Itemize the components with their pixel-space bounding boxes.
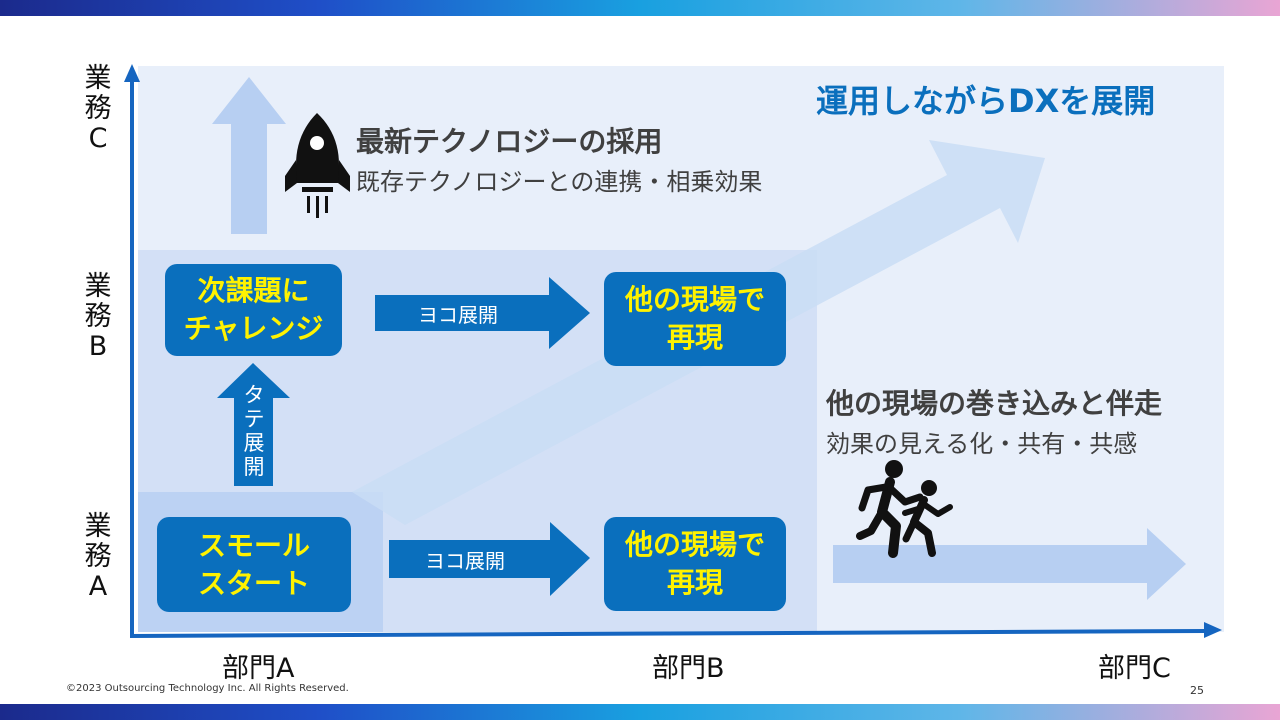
x-axis-arrowhead [1204, 622, 1222, 638]
small-start-box: スモールスタート [157, 517, 351, 612]
y-axis-arrowhead [124, 64, 140, 82]
x-label-dept-c: 部門C [1098, 653, 1171, 684]
page-number: 25 [1190, 684, 1204, 697]
rocket-icon [285, 113, 350, 218]
reproduce-box-business-a: 他の現場で再現 [604, 517, 786, 611]
involvement-heading: 他の現場の巻き込みと伴走 [826, 387, 1163, 420]
up-arrow-c [212, 77, 286, 234]
x-axis [129, 629, 1209, 638]
right-arrow-c [833, 528, 1186, 600]
yoko-arrow-top-shape [375, 277, 590, 349]
x-label-dept-a: 部門A [222, 653, 295, 684]
tate-arrow-label: タテ展開 [243, 383, 265, 479]
technology-subtext: 既存テクノロジーとの連携・相乗効果 [356, 168, 763, 196]
copyright-text: ©2023 Outsourcing Technology Inc. All Ri… [66, 683, 349, 694]
technology-heading: 最新テクノロジーの採用 [356, 125, 663, 158]
yoko-arrow-bottom-shape [389, 522, 590, 596]
involvement-subtext: 効果の見える化・共有・共感 [826, 430, 1138, 458]
yoko-arrow-top-label: ヨコ展開 [418, 303, 498, 327]
yoko-arrow-bottom-label: ヨコ展開 [425, 549, 505, 573]
tate-arrow-shape [217, 363, 290, 486]
slide-title: 運用しながらDXを展開 [816, 82, 1156, 120]
running-people-icon [856, 460, 953, 558]
bottom-gradient-bar [0, 704, 1280, 720]
x-label-dept-b: 部門B [652, 653, 725, 684]
top-gradient-bar [0, 0, 1280, 16]
reproduce-box-business-b: 他の現場で再現 [604, 272, 786, 366]
next-challenge-box: 次課題にチャレンジ [165, 264, 342, 356]
